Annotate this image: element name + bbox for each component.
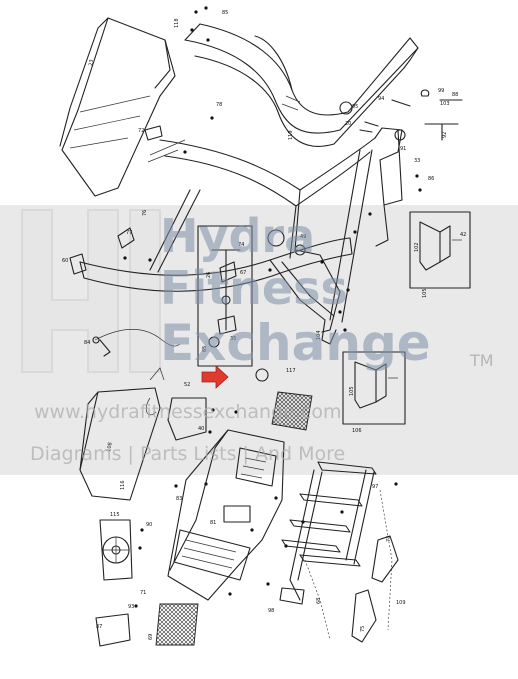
base-chassis [167, 429, 285, 601]
label-77: 77 [126, 230, 132, 236]
red-callout-arrow-icon [201, 365, 229, 389]
label-86: 86 [428, 176, 434, 182]
bracket-right-lower [354, 361, 398, 409]
bushing-upper [339, 101, 353, 115]
label-20: 20 [345, 121, 351, 127]
pin-ring [420, 89, 430, 97]
label-71: 71 [140, 590, 146, 596]
label-105-lower: 105 [349, 386, 355, 396]
label-103: 103 [440, 101, 450, 107]
label-104: 104 [316, 330, 322, 340]
wire-harness [147, 139, 186, 163]
cable-and-clips [92, 328, 181, 381]
label-109: 109 [396, 600, 406, 606]
label-94: 94 [378, 96, 384, 102]
label-108: 108 [106, 442, 114, 452]
label-52: 52 [184, 382, 190, 388]
knob-left [117, 227, 135, 249]
motor-grille [271, 391, 313, 431]
roller-mid [294, 244, 306, 256]
label-93: 93 [128, 604, 134, 610]
part-labels: 118 85 23 119 95 94 78 72 20 99 88 103 9… [62, 10, 466, 640]
base-pad [95, 613, 131, 647]
label-92: 92 [442, 132, 448, 138]
rubber-foot-left [279, 587, 305, 605]
label-65: 65 [202, 346, 208, 352]
upright-assembly [208, 249, 241, 348]
label-85-top: 85 [222, 10, 228, 16]
mount-plate-left [69, 253, 87, 275]
label-74: 74 [238, 242, 244, 248]
label-33: 33 [414, 158, 420, 164]
detail-box-upright [197, 225, 253, 367]
label-40: 40 [198, 426, 204, 432]
label-105-upper: 105 [422, 288, 428, 298]
bushing-upper-2 [394, 129, 406, 141]
label-118: 118 [174, 18, 180, 28]
label-60: 60 [62, 258, 68, 264]
motor-hood [79, 387, 161, 501]
bracket-right-upper [419, 221, 462, 271]
label-35: 35 [230, 336, 236, 342]
label-106: 106 [352, 428, 362, 434]
label-84: 84 [84, 340, 90, 346]
fan-assembly [99, 519, 133, 581]
roller-lower [255, 368, 269, 382]
label-98: 98 [268, 608, 274, 614]
base-rails [281, 461, 393, 641]
label-72: 72 [138, 128, 144, 134]
watermark-band [0, 205, 518, 475]
label-26: 26 [206, 272, 212, 278]
label-97: 97 [372, 484, 378, 490]
detail-box-right-upper [409, 211, 471, 289]
label-116: 116 [120, 480, 126, 490]
label-119: 119 [288, 130, 294, 140]
label-83: 83 [176, 496, 182, 502]
label-81: 81 [210, 520, 216, 526]
bolt-upper-right [391, 99, 411, 107]
label-42: 42 [460, 232, 466, 238]
label-73: 73 [386, 536, 392, 542]
label-69: 69 [148, 634, 154, 640]
label-91: 91 [400, 146, 406, 152]
end-cap-right-top [371, 535, 399, 583]
label-23: 23 [88, 59, 95, 66]
end-cap-right-bottom [351, 589, 377, 643]
label-88: 88 [452, 92, 458, 98]
fastener-dots [123, 6, 422, 608]
main-frame [79, 121, 403, 345]
label-75: 75 [360, 626, 366, 632]
watermark-logo-icon [21, 209, 161, 373]
roller-left [267, 229, 285, 247]
label-95: 95 [352, 104, 358, 110]
label-102-upper: 102 [414, 242, 420, 252]
label-90: 90 [146, 522, 152, 528]
fan-guard [167, 397, 207, 441]
label-49: 49 [300, 234, 306, 240]
console-hood [59, 17, 176, 197]
label-115: 115 [110, 512, 120, 518]
pivot-bolt-left [144, 125, 163, 141]
label-68: 68 [316, 598, 322, 604]
label-67: 67 [240, 270, 246, 276]
label-117: 117 [286, 368, 296, 374]
base-grille [155, 603, 199, 646]
label-76: 76 [142, 210, 148, 216]
handlebar-frame [184, 23, 419, 147]
label-99: 99 [438, 88, 444, 94]
label-87: 87 [96, 624, 102, 630]
detail-box-right-lower [342, 351, 406, 425]
rod-92 [424, 123, 459, 141]
label-78-top: 78 [216, 102, 222, 108]
